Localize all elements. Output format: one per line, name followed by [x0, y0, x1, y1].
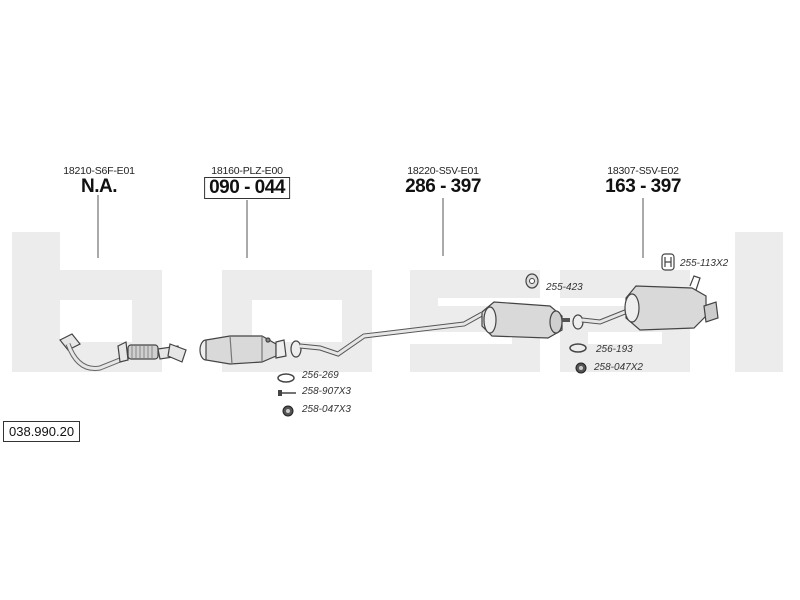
- accessory-code: 256-269: [302, 370, 339, 381]
- accessory-code: 255-113X2: [680, 258, 729, 269]
- oem-number-front-pipe: 18210-S6F-E01: [63, 165, 135, 177]
- catalog-number-label: 038.990.20: [3, 421, 81, 442]
- accessory-code: 258-907X3: [302, 386, 351, 397]
- accessory-code: 258-047X3: [302, 404, 351, 415]
- center-muffler-part[interactable]: [290, 301, 570, 358]
- accessory-code: 256-193: [596, 344, 633, 355]
- accessory-code: 258-047X2: [594, 362, 643, 373]
- gasket-ring-icon: [277, 373, 295, 383]
- catalytic-converter-part[interactable]: [199, 335, 287, 365]
- nut-icon: [282, 405, 294, 417]
- gasket-ring-icon: [569, 343, 587, 353]
- nut-icon: [575, 362, 587, 374]
- ref-number-catalytic-converter: 090 - 044: [204, 177, 290, 199]
- oem-number-rear-muffler: 18307-S5V-E02: [607, 165, 679, 177]
- front-pipe-part[interactable]: [59, 333, 187, 371]
- accessory-code: 255-423: [546, 282, 583, 293]
- bolt-icon: [278, 390, 296, 396]
- oem-number-center-muffler: 18220-S5V-E01: [407, 165, 479, 177]
- ref-number-rear-muffler: 163 - 397: [605, 176, 681, 197]
- rear-muffler-part[interactable]: [572, 275, 719, 331]
- ref-number-center-muffler: 286 - 397: [405, 176, 481, 197]
- ref-number-front-pipe: N.A.: [81, 176, 118, 197]
- rubber-mount-icon: [525, 273, 539, 289]
- oem-number-catalytic-converter: 18160-PLZ-E00: [211, 165, 283, 177]
- hanger-clamp-icon: [661, 253, 675, 271]
